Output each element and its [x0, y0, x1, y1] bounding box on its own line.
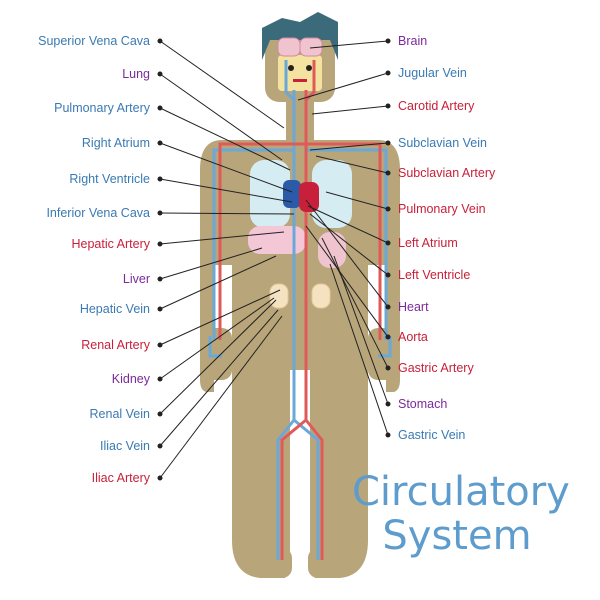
leader-line	[307, 205, 389, 244]
label-stomach: Stomach	[398, 397, 448, 411]
label-superior-vena-cava: Superior Vena Cava	[38, 34, 150, 48]
label-inferior-vena-cava: Inferior Vena Cava	[46, 206, 150, 220]
label-liver: Liver	[122, 272, 150, 286]
left-foot	[308, 548, 348, 578]
heart-organ	[283, 180, 319, 212]
label-iliac-artery: Iliac Artery	[91, 471, 150, 485]
leader-line	[159, 107, 291, 171]
leader-line	[159, 289, 281, 346]
label-right-ventricle: Right Ventricle	[69, 172, 150, 186]
label-hepatic-artery: Hepatic Artery	[71, 237, 150, 251]
label-subclavian-vein: Subclavian Vein	[398, 136, 487, 150]
leader-line	[159, 40, 285, 129]
leader-line	[305, 199, 389, 308]
face-panel	[278, 55, 322, 91]
label-heart: Heart	[398, 300, 429, 314]
title-line-2: System	[382, 513, 532, 559]
leader-line	[325, 191, 389, 210]
vein-trunk	[276, 90, 296, 560]
leader-line	[159, 309, 279, 447]
leader-line	[309, 40, 389, 49]
leader-line	[315, 155, 389, 174]
leader-line	[329, 263, 389, 436]
stomach-organ	[318, 232, 346, 268]
label-right-atrium: Right Atrium	[81, 136, 150, 150]
right-foot	[252, 548, 292, 578]
right-kidney	[269, 283, 289, 309]
label-pulmonary-vein: Pulmonary Vein	[398, 202, 486, 216]
right-eye	[288, 65, 294, 71]
label-left-atrium: Left Atrium	[398, 236, 458, 250]
vein-left-leg	[293, 418, 320, 560]
leader-line	[159, 178, 293, 203]
leader-line	[309, 142, 389, 151]
artery-right-leg	[280, 418, 307, 560]
label-kidney: Kidney	[111, 372, 150, 386]
label-jugular-vein: Jugular Vein	[398, 66, 467, 80]
leader-line	[159, 212, 295, 215]
brain-right-lobe	[277, 37, 301, 57]
label-carotid-artery: Carotid Artery	[398, 99, 475, 113]
arteries	[218, 60, 382, 560]
leader-line	[159, 315, 283, 479]
label-subclavian-artery: Subclavian Artery	[398, 166, 496, 180]
vein-right-hand	[208, 336, 222, 358]
label-renal-vein: Renal Vein	[89, 407, 150, 421]
leader-line	[159, 73, 283, 161]
mouth	[293, 79, 307, 82]
heart-left-side	[299, 182, 319, 212]
label-hepatic-vein: Hepatic Vein	[79, 302, 150, 316]
leader-line	[159, 255, 277, 310]
aorta-trunk	[304, 90, 324, 560]
label-pulmonary-artery: Pulmonary Artery	[54, 101, 150, 115]
label-iliac-vein: Iliac Vein	[99, 439, 150, 453]
leader-line	[309, 213, 389, 276]
leader-line	[321, 237, 389, 369]
label-gastric-vein: Gastric Vein	[398, 428, 466, 442]
hair	[262, 12, 338, 60]
torso	[200, 140, 400, 578]
vein-head	[284, 60, 296, 102]
label-renal-artery: Renal Artery	[81, 338, 150, 352]
leader-line	[159, 142, 293, 193]
leader-line	[159, 297, 275, 380]
label-brain: Brain	[398, 34, 428, 48]
leader-line	[305, 225, 389, 338]
heart-right-side	[283, 180, 301, 208]
right-lung	[250, 160, 290, 228]
leader-line	[159, 299, 277, 415]
label-lung: Lung	[122, 67, 150, 81]
leader-line	[159, 247, 263, 280]
leader-line	[333, 255, 389, 405]
label-left-ventricle: Left Ventricle	[398, 268, 471, 282]
vein-left-arm	[306, 148, 388, 340]
leader-line	[297, 72, 389, 101]
leader-lines	[157, 38, 391, 481]
title-line-1: Circulatory	[352, 469, 570, 515]
artery-head	[304, 60, 316, 102]
artery-right-arm	[218, 142, 300, 340]
label-gastric-artery: Gastric Artery	[398, 361, 474, 375]
leader-line	[159, 231, 285, 245]
left-kidney	[311, 283, 331, 309]
right-hand	[204, 328, 232, 380]
left-eye	[306, 65, 312, 71]
liver-organ	[248, 226, 306, 254]
leader-line	[311, 105, 389, 115]
face	[278, 55, 322, 91]
label-aorta: Aorta	[398, 330, 428, 344]
